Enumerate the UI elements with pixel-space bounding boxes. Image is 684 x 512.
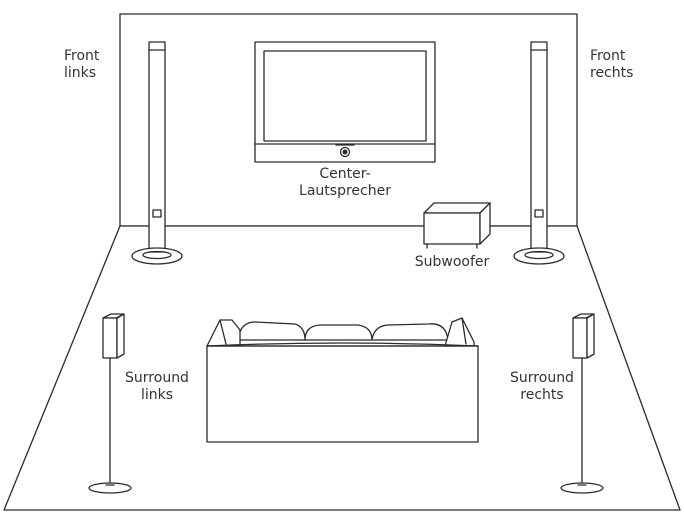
front-left-label: Front links <box>64 48 99 82</box>
front-right-label-line1: Front <box>590 48 626 64</box>
front-left-label-line1: Front <box>64 48 100 64</box>
sofa-icon <box>207 318 478 442</box>
surround-right-label: Surround rechts <box>503 370 581 404</box>
subwoofer-icon <box>424 203 490 248</box>
subwoofer-label: Subwoofer <box>406 254 498 271</box>
center-label-line2: Lautsprecher <box>299 183 391 199</box>
surround-left-label-line1: Surround <box>125 370 189 386</box>
surround-right-label-line1: Surround <box>510 370 574 386</box>
front-left-speaker-icon <box>132 42 182 264</box>
surround-right-speaker-icon <box>561 314 603 493</box>
surround-right-label-line2: rechts <box>520 387 564 403</box>
front-right-label-line2: rechts <box>590 65 634 81</box>
surround-left-speaker-icon <box>89 314 131 493</box>
center-label-line1: Center- <box>319 166 371 182</box>
center-speaker-label: Center- Lautsprecher <box>295 166 395 200</box>
subwoofer-label-text: Subwoofer <box>414 254 490 270</box>
front-right-label: Front rechts <box>590 48 633 82</box>
surround-left-label-line2: links <box>140 387 174 403</box>
tv-icon <box>255 42 435 162</box>
front-right-speaker-icon <box>514 42 564 264</box>
surround-left-label: Surround links <box>118 370 196 404</box>
front-left-label-line2: links <box>64 65 97 81</box>
